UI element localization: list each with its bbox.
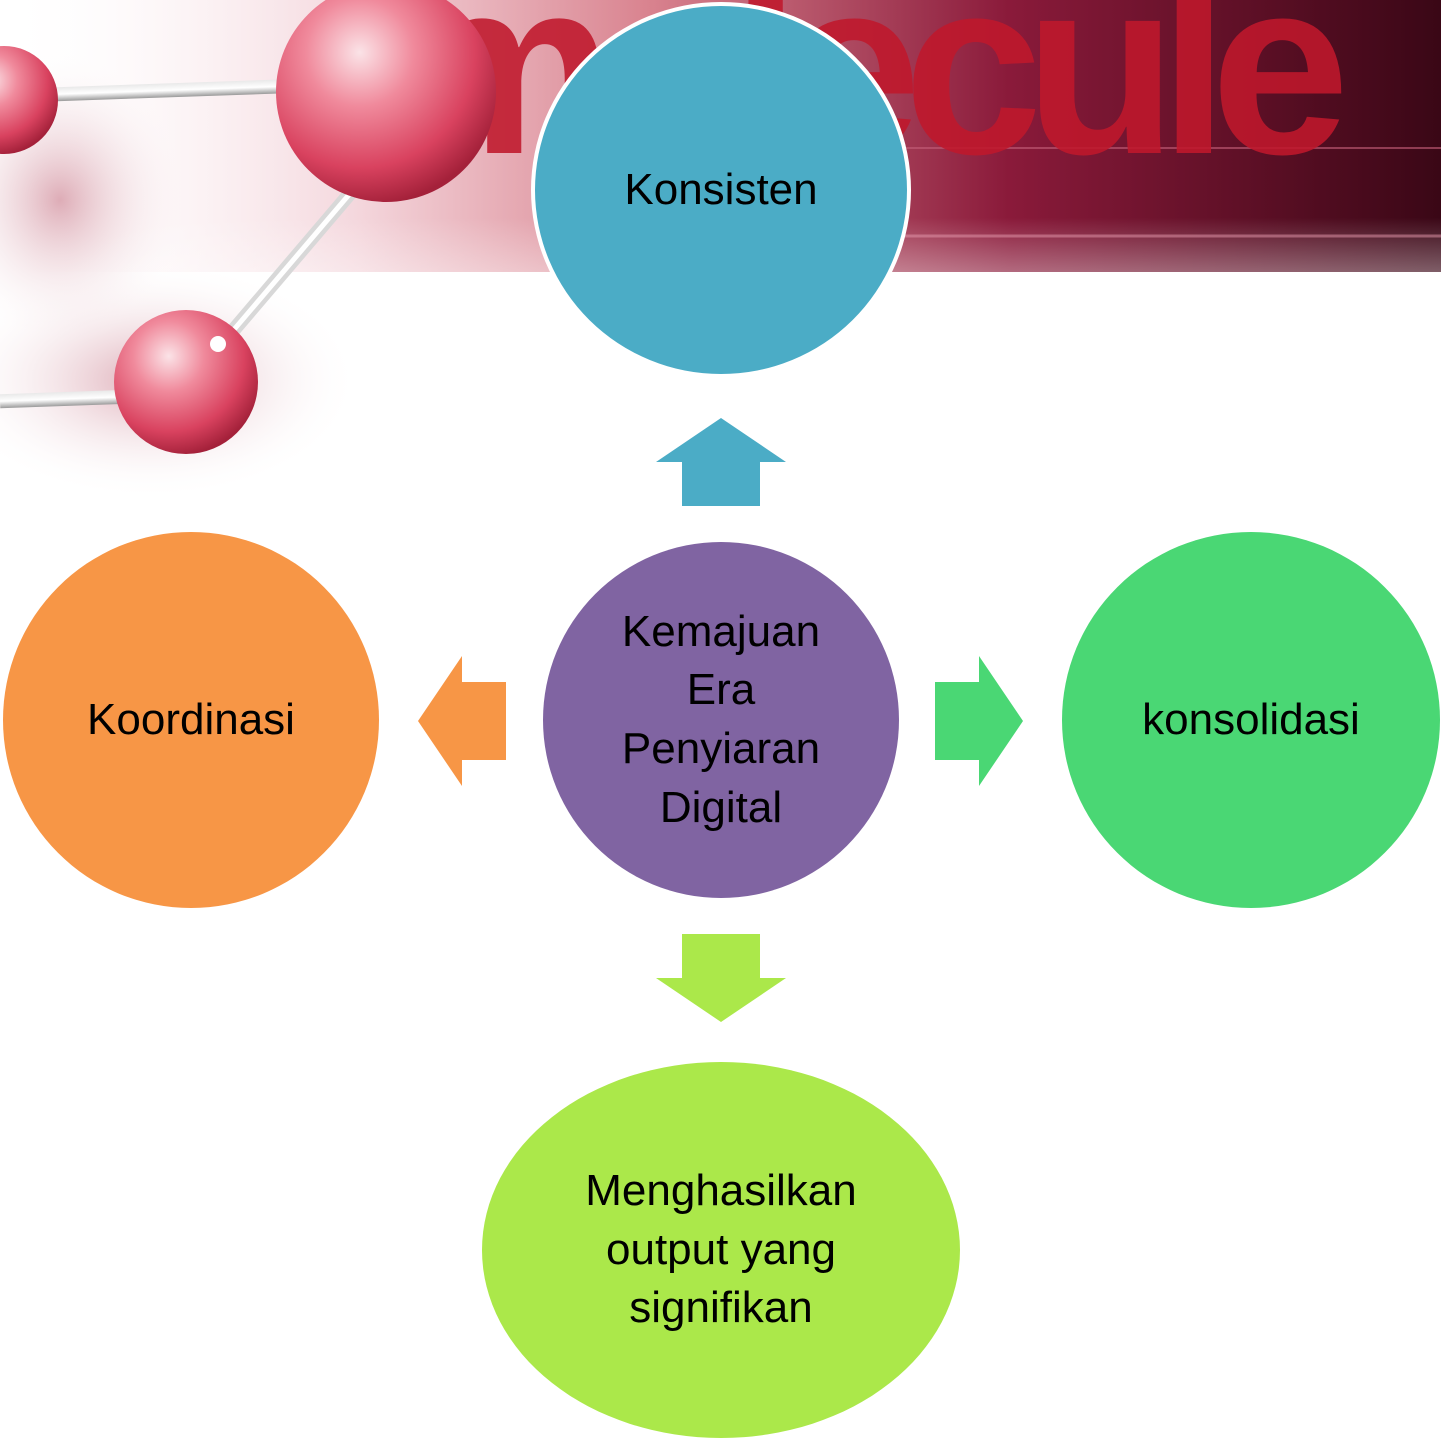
node-output-line-1: Menghasilkan bbox=[585, 1166, 857, 1216]
node-output-label: Menghasilkan output yang signifikan bbox=[585, 1162, 857, 1338]
node-koordinasi: Koordinasi bbox=[3, 532, 379, 908]
arrow-left-icon bbox=[418, 656, 506, 786]
node-output-line-3: signifikan bbox=[629, 1283, 813, 1333]
node-konsisten: Konsisten bbox=[531, 2, 911, 378]
node-output-line-2: output yang bbox=[606, 1224, 836, 1274]
node-koordinasi-label: Koordinasi bbox=[87, 694, 295, 744]
arrow-up-icon bbox=[656, 418, 786, 506]
arrow-down-icon bbox=[656, 934, 786, 1022]
node-center-line-1: Kemajuan bbox=[621, 606, 821, 656]
node-center-line-3: Penyiaran bbox=[621, 724, 821, 773]
node-konsolidasi: konsolidasi bbox=[1062, 532, 1440, 908]
node-center-label: Kemajuan Era Penyiaran Digital bbox=[622, 603, 820, 837]
node-center: Kemajuan Era Penyiaran Digital bbox=[543, 542, 899, 898]
node-output: Menghasilkan output yang signifikan bbox=[482, 1062, 960, 1438]
node-center-line-4: Digital bbox=[659, 782, 783, 832]
node-konsolidasi-label: konsolidasi bbox=[1142, 694, 1360, 744]
molecule-illustration bbox=[0, 0, 496, 500]
node-center-line-2: Era bbox=[686, 665, 756, 715]
node-konsisten-label: Konsisten bbox=[624, 164, 818, 214]
arrow-right-icon bbox=[935, 656, 1023, 786]
